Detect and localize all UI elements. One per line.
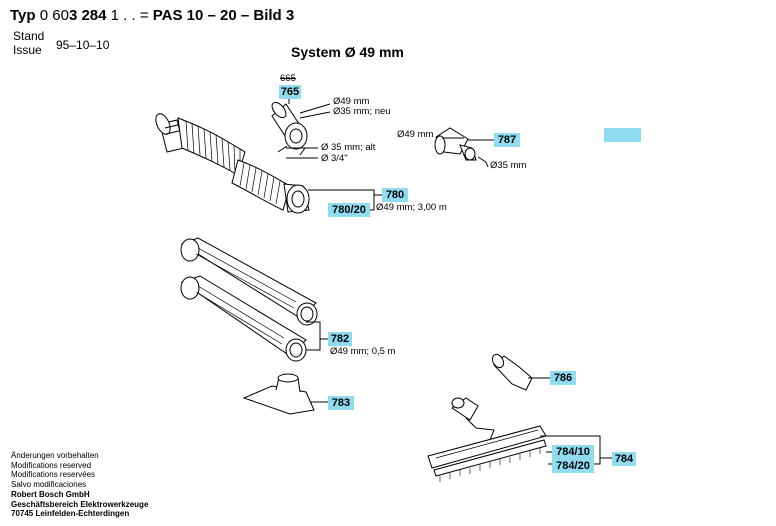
issue-label: Issue <box>13 43 42 57</box>
part-782-number: 782 <box>328 332 352 346</box>
tube-782-upper-drawing <box>180 237 318 326</box>
footer-address: 70745 Leinfelden-Echterdingen <box>11 509 130 519</box>
footer-line-fr: Modifications reservées <box>11 470 96 480</box>
part-780-number: 780 <box>382 188 408 202</box>
part-787-spec-2: Ø35 mm <box>490 160 527 171</box>
hose-780-drawing <box>155 113 310 214</box>
part-780-spec: Ø49 mm; 3,00 m <box>376 202 447 213</box>
issue-date: 95–10–10 <box>56 38 110 52</box>
part-784-10-number: 784/10 <box>552 445 594 459</box>
blank-highlight <box>604 128 641 142</box>
part-784-20-number: 784/20 <box>552 459 594 473</box>
typ-number-plain: 0 60 <box>39 7 69 24</box>
part-765-spec-1: Ø49 mm <box>333 96 370 107</box>
system-title: System Ø 49 mm <box>291 44 404 60</box>
footer-division: Geschäftsbereich Elektrowerkzeuge <box>11 499 149 509</box>
part-765-spec-2: Ø35 mm; neu <box>333 106 391 117</box>
nozzle-786-drawing <box>491 353 533 391</box>
part-782-spec: Ø49 mm; 0,5 m <box>330 346 396 357</box>
part-765-spec-4: Ø 3/4" <box>321 153 348 164</box>
part-786-number: 786 <box>550 371 576 385</box>
tube-782-lower-drawing <box>180 275 307 362</box>
part-765-spec-3: Ø 35 mm; alt <box>321 142 376 153</box>
reducer-787-drawing <box>434 127 477 161</box>
nozzle-783-drawing <box>242 373 315 415</box>
footer-line-en: Modifications reserved <box>11 460 92 470</box>
part-787-spec-1: Ø49 mm <box>397 129 434 140</box>
typ-prefix: Typ <box>10 7 36 24</box>
document-title: Typ 0 603 284 1 . . = PAS 10 – 20 – Bild… <box>10 8 294 23</box>
part-787-number: 787 <box>494 133 520 147</box>
stand-issue-label: Stand Issue <box>13 29 44 57</box>
part-765-number: 765 <box>279 85 301 99</box>
footer-line-es: Salvo modificaciones <box>11 480 87 490</box>
typ-number-bold: 3 284 <box>68 7 107 24</box>
adapter-765-drawing <box>271 101 308 156</box>
footer-company: Robert Bosch GmbH <box>11 489 90 499</box>
part-780-20-number: 780/20 <box>328 203 370 217</box>
part-784-number: 784 <box>612 452 636 466</box>
footer-line-de: Änderungen vorbehalten <box>11 451 99 460</box>
model-name: PAS 10 – 20 – Bild 3 <box>152 7 295 24</box>
stand-label: Stand <box>13 29 45 43</box>
typ-suffix: 1 . . = <box>106 7 153 24</box>
part-665-label: 665 <box>280 73 296 84</box>
floor-brush-784-drawing <box>427 397 547 482</box>
footer-notice: Änderungen vorbehalten Modifications res… <box>11 451 148 519</box>
part-783-number: 783 <box>328 396 354 410</box>
